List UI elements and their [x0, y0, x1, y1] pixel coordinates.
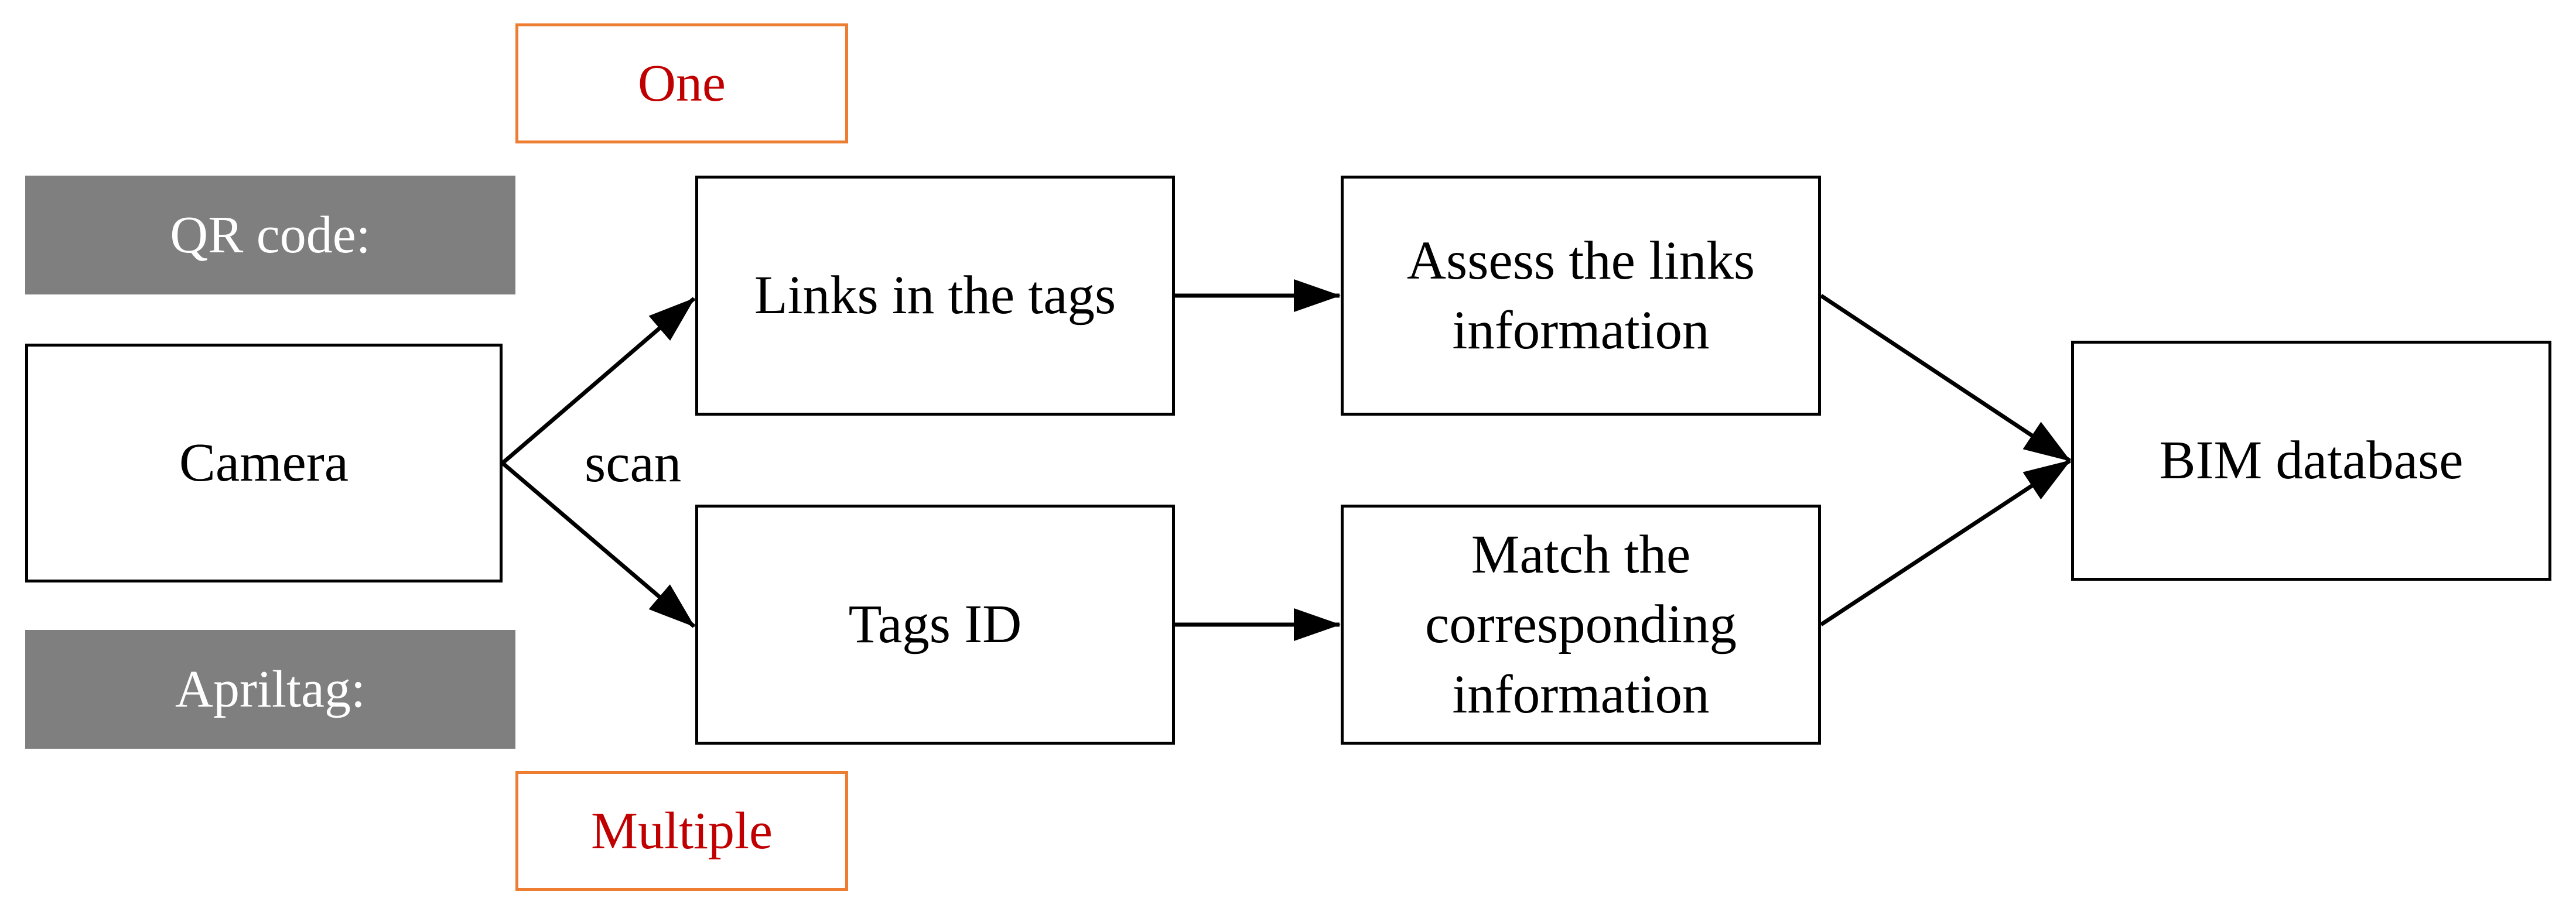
one-tag-label: One	[638, 54, 726, 112]
multiple-tags-label: Multiple	[591, 801, 773, 860]
arrow-camera-to-tags-id	[501, 461, 696, 628]
assess-links-label: Assess the links information	[1406, 230, 1755, 361]
qr-code-label: QR code:	[170, 205, 371, 264]
camera-node: Camera	[25, 344, 503, 582]
tags-id-label: Tags ID	[848, 594, 1022, 655]
bim-database-label: BIM database	[2159, 430, 2464, 491]
qr-code-label-bar: QR code:	[25, 176, 515, 294]
tags-id-node: Tags ID	[695, 505, 1175, 745]
links-in-tags-node: Links in the tags	[695, 176, 1175, 416]
camera-label: Camera	[179, 433, 349, 494]
apriltag-label-bar: Apriltag:	[25, 630, 515, 749]
match-info-node: Match the corresponding information	[1341, 505, 1821, 745]
match-info-label: Match the corresponding information	[1424, 525, 1737, 725]
bim-database-node: BIM database	[2071, 341, 2551, 581]
arrow-camera-to-links	[501, 297, 696, 465]
one-tag-box: One	[515, 23, 848, 143]
assess-links-node: Assess the links information	[1341, 176, 1821, 416]
arrow-assess-to-bim	[1820, 294, 2071, 462]
links-in-tags-label: Links in the tags	[754, 265, 1116, 326]
arrow-match-to-bim	[1820, 459, 2071, 626]
apriltag-label: Apriltag:	[175, 660, 365, 718]
scan-label: scan	[585, 433, 682, 494]
multiple-tags-box: Multiple	[515, 771, 848, 891]
